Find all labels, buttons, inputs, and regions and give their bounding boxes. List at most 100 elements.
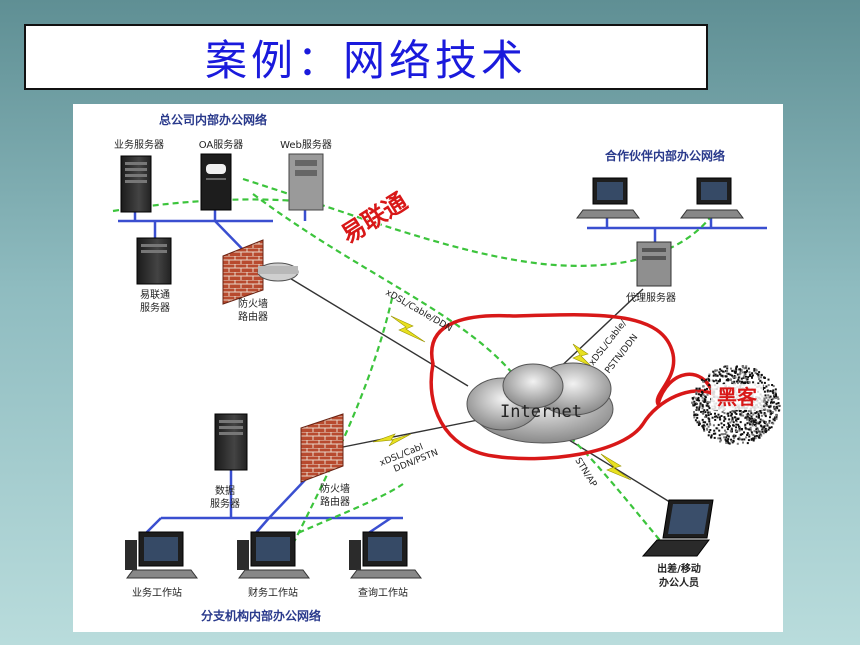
hacker-noise-dot xyxy=(699,393,702,396)
hacker-noise-dot xyxy=(735,413,738,415)
hacker-noise-dot xyxy=(769,416,771,419)
hacker-noise-dot xyxy=(724,417,727,420)
hacker-noise-dot xyxy=(695,392,698,395)
hacker-noise-dot xyxy=(715,379,718,382)
hacker-noise-dot xyxy=(708,401,711,404)
data-server-label-2: 服务器 xyxy=(210,497,240,510)
hacker-noise-dot xyxy=(724,429,726,432)
ylt-server xyxy=(136,237,172,285)
hacker-noise-dot xyxy=(718,429,721,432)
hacker-noise-dot xyxy=(746,432,749,435)
hacker-noise-dot xyxy=(762,432,765,435)
hacker-noise-dot xyxy=(694,403,697,405)
hacker-noise-dot xyxy=(753,368,756,370)
hacker-noise-dot xyxy=(718,379,721,382)
hacker-noise-dot xyxy=(705,378,708,381)
hacker-noise-dot xyxy=(719,418,722,421)
hacker-noise-dot xyxy=(703,429,706,432)
hacker-noise-dot xyxy=(744,381,747,384)
hacker-noise-dot xyxy=(693,411,695,414)
network-diagram: Internet 黑客 业务服务器 OA服务器 Web服务器 xyxy=(73,104,783,632)
hacker-noise-dot xyxy=(698,404,701,407)
hacker-noise-dot xyxy=(752,439,755,442)
hacker-noise-dot xyxy=(697,398,699,400)
workstation-finance xyxy=(237,531,310,579)
hacker-noise-dot xyxy=(734,411,737,414)
hacker-noise-dot xyxy=(777,409,780,412)
hacker-noise-dot xyxy=(747,410,750,413)
hacker-noise-dot xyxy=(751,376,753,378)
hacker-noise-dot xyxy=(748,371,751,374)
hacker-noise-dot xyxy=(757,410,760,413)
hacker-noise-dot xyxy=(760,425,763,428)
hacker-noise-dot xyxy=(745,377,748,380)
hacker-noise-dot xyxy=(771,411,774,414)
hacker-noise-dot xyxy=(742,376,745,379)
hacker-noise-dot xyxy=(702,385,705,388)
hacker-noise-dot xyxy=(774,407,776,410)
hacker-noise-dot xyxy=(753,369,756,372)
hacker-noise-dot xyxy=(763,377,766,379)
hacker-noise-dot xyxy=(731,441,734,444)
hacker-noise-dot xyxy=(767,378,770,381)
hacker-noise-dot xyxy=(706,409,709,412)
hacker-noise-dot xyxy=(763,420,766,423)
hacker-noise-dot xyxy=(756,372,759,375)
hacker-noise-dot xyxy=(766,424,769,427)
hacker-noise-dot xyxy=(745,365,748,368)
hacker-noise-dot xyxy=(733,370,736,373)
hacker-noise-dot xyxy=(698,406,701,409)
wan-hq-line xyxy=(282,273,469,387)
hacker-noise-dot xyxy=(742,381,745,384)
hacker-noise-dot xyxy=(749,429,752,432)
hacker-noise-dot xyxy=(704,395,707,398)
hacker-noise-dot xyxy=(730,367,732,370)
hacker-noise-dot xyxy=(743,410,746,413)
hacker-noise-dot xyxy=(761,428,764,431)
hacker-noise-dot xyxy=(694,413,696,416)
hacker-noise-dot xyxy=(696,408,699,411)
hacker-noise-dot xyxy=(744,423,747,426)
hacker-noise-dot xyxy=(735,426,738,429)
hacker-noise-dot xyxy=(755,434,758,437)
hacker-noise-dot xyxy=(743,438,746,441)
hacker-noise-dot xyxy=(723,419,726,422)
hacker-noise-dot xyxy=(733,437,736,440)
hacker-noise-dot xyxy=(743,371,746,374)
oa-server xyxy=(200,153,232,211)
hacker-noise-dot xyxy=(731,369,734,372)
hacker-noise-dot xyxy=(738,373,741,376)
hacker-noise-dot xyxy=(731,382,734,385)
hacker-noise-dot xyxy=(743,373,746,376)
hacker-noise-dot xyxy=(768,419,771,422)
hacker-noise-dot xyxy=(776,407,779,410)
hacker-noise-dot xyxy=(760,381,763,384)
hacker-noise-dot xyxy=(740,414,743,417)
hacker-noise-dot xyxy=(772,392,775,395)
hacker-noise-dot xyxy=(691,397,694,400)
branch-firewall-label-2: 路由器 xyxy=(320,495,350,508)
hacker-noise-dot xyxy=(719,440,722,443)
hacker-noise-dot xyxy=(763,390,766,393)
hacker-noise-dot xyxy=(746,442,749,445)
branch-lan-drop-ws2 xyxy=(254,517,270,535)
hacker-noise-dot xyxy=(773,417,776,420)
hacker-noise-dot xyxy=(759,410,762,413)
lightning-bolts xyxy=(372,315,632,481)
hacker-noise-dot xyxy=(692,404,695,407)
hacker-noise-dot xyxy=(763,404,766,407)
hq-network-title: 总公司内部办公网络 xyxy=(159,112,267,127)
hacker-noise-dot xyxy=(728,418,731,421)
hacker-noise-dot xyxy=(735,418,738,420)
hacker-noise-dot xyxy=(769,405,771,408)
hacker-noise-dot xyxy=(754,437,757,440)
hacker-noise-dot xyxy=(703,409,706,412)
hacker-noise-dot xyxy=(729,411,732,414)
hacker-noise-dot xyxy=(695,387,698,390)
hacker-noise-dot xyxy=(723,436,726,439)
hacker-noise-dot xyxy=(753,421,756,423)
hacker-noise-dot xyxy=(771,401,774,404)
hacker-noise-dot xyxy=(770,426,773,429)
hacker-noise-dot xyxy=(724,438,727,441)
hacker-noise-dot xyxy=(768,421,771,424)
